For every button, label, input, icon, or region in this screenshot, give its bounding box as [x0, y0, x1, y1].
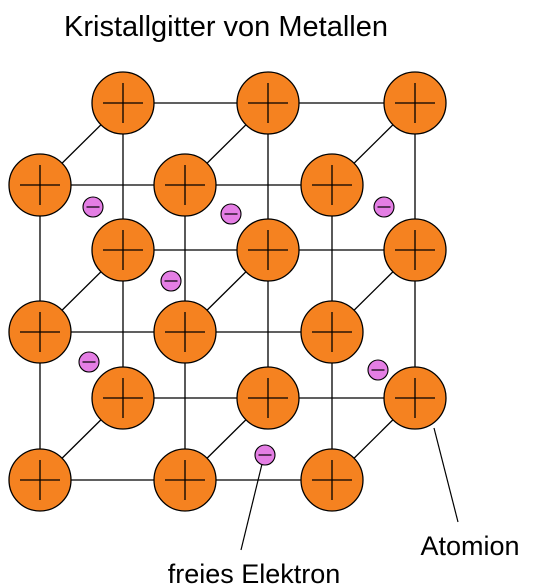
diagram-title: Kristallgitter von Metallen — [64, 11, 388, 43]
atom-ion-icon — [300, 448, 364, 512]
free-electron-icon — [78, 351, 100, 373]
atom-ion-icon — [236, 218, 300, 282]
atomion-label: Atomion — [420, 531, 519, 561]
atom-ion-icon — [91, 366, 155, 430]
atom-ion-icon — [153, 300, 217, 364]
atom-ion-icon — [300, 153, 364, 217]
atom-ion-icon — [8, 153, 72, 217]
atom-ion-icon — [153, 153, 217, 217]
free-electron-icon — [254, 444, 276, 466]
free-electron-label: freies Elektron — [168, 559, 341, 588]
lattice-edges — [39, 102, 416, 481]
atom-ion-icon — [153, 448, 217, 512]
atom-ion-icon — [91, 71, 155, 135]
atom-ion-icon — [383, 218, 447, 282]
free-electron-icon — [367, 359, 389, 381]
atom-ion-icon — [300, 300, 364, 364]
free-electron-pointer-line — [240, 463, 263, 551]
free-electron-icon — [82, 196, 104, 218]
atomion-pointer-line — [433, 427, 459, 523]
atom-ions — [8, 71, 447, 512]
free-electron-icon — [220, 203, 242, 225]
atom-ion-icon — [8, 300, 72, 364]
atom-ion-icon — [383, 366, 447, 430]
free-electrons — [78, 196, 395, 466]
atom-ion-icon — [236, 71, 300, 135]
label-pointer-lines — [240, 427, 459, 551]
free-electron-icon — [160, 270, 182, 292]
atom-ion-icon — [383, 71, 447, 135]
free-electron-icon — [373, 196, 395, 218]
atom-ion-icon — [236, 366, 300, 430]
atom-ion-icon — [8, 448, 72, 512]
atom-ion-icon — [91, 218, 155, 282]
